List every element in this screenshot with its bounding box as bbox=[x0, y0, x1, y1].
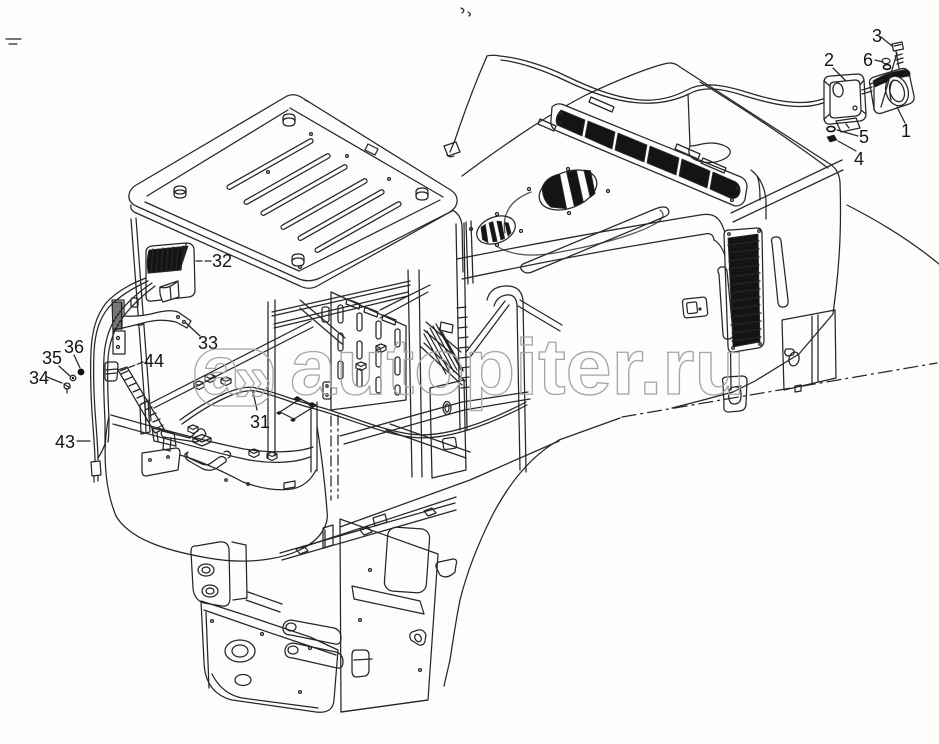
svg-text:3: 3 bbox=[872, 26, 882, 46]
svg-text:35: 35 bbox=[42, 348, 62, 368]
svg-text:1: 1 bbox=[901, 121, 911, 141]
svg-text:36: 36 bbox=[64, 337, 84, 357]
svg-text:4: 4 bbox=[854, 149, 864, 169]
svg-text:44: 44 bbox=[144, 351, 164, 371]
svg-text:a: a bbox=[202, 333, 241, 409]
svg-text:5: 5 bbox=[859, 127, 869, 147]
svg-text:43: 43 bbox=[55, 432, 75, 452]
svg-text:33: 33 bbox=[198, 333, 218, 353]
svg-text:2: 2 bbox=[824, 50, 834, 70]
svg-text:34: 34 bbox=[29, 368, 49, 388]
svg-text:32: 32 bbox=[212, 251, 232, 271]
svg-text:autopiter.ru: autopiter.ru bbox=[290, 322, 745, 411]
svg-text:31: 31 bbox=[250, 412, 270, 432]
svg-text:6: 6 bbox=[863, 50, 873, 70]
svg-text:»: » bbox=[234, 340, 272, 416]
